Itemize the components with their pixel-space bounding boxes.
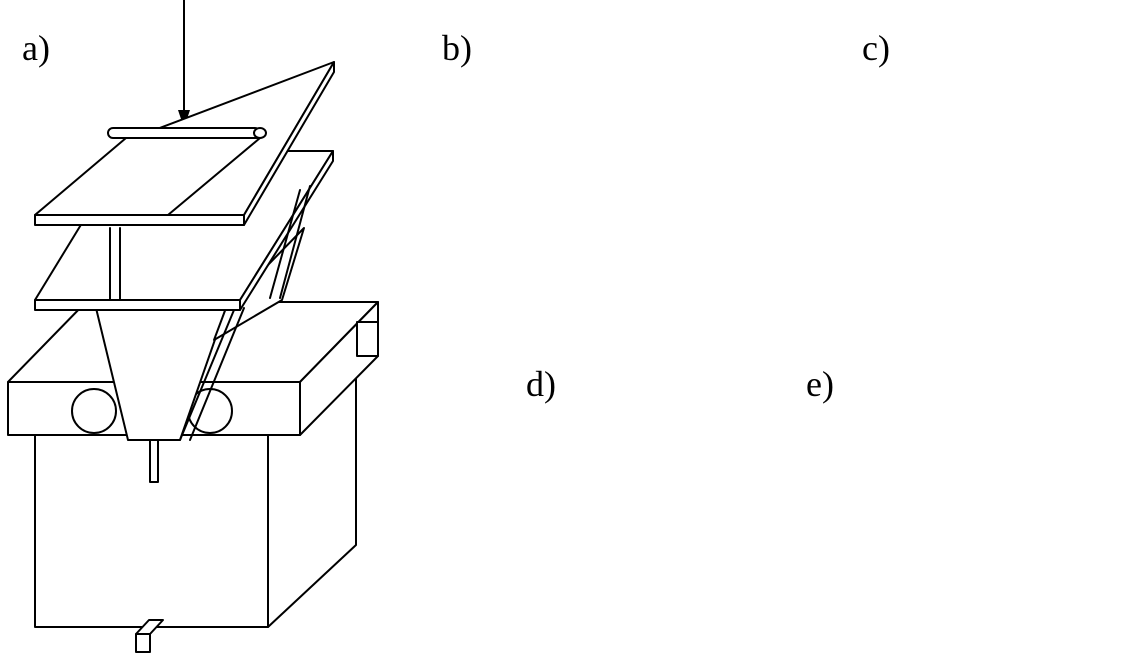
- panel-a-loading-fixture: [7, 0, 379, 653]
- panel-label-a: a): [22, 28, 50, 68]
- load-arrow: [178, 0, 190, 128]
- panel-label-d: d): [526, 364, 556, 404]
- panel-label-b: b): [442, 28, 472, 68]
- panel-label-c: c): [862, 28, 890, 68]
- roller-left: [71, 388, 117, 434]
- panel-label-e: e): [806, 364, 834, 404]
- wedge-pin: [149, 439, 159, 483]
- bottom-support: [135, 619, 164, 653]
- load-bar: [107, 127, 267, 139]
- struts: [109, 185, 311, 301]
